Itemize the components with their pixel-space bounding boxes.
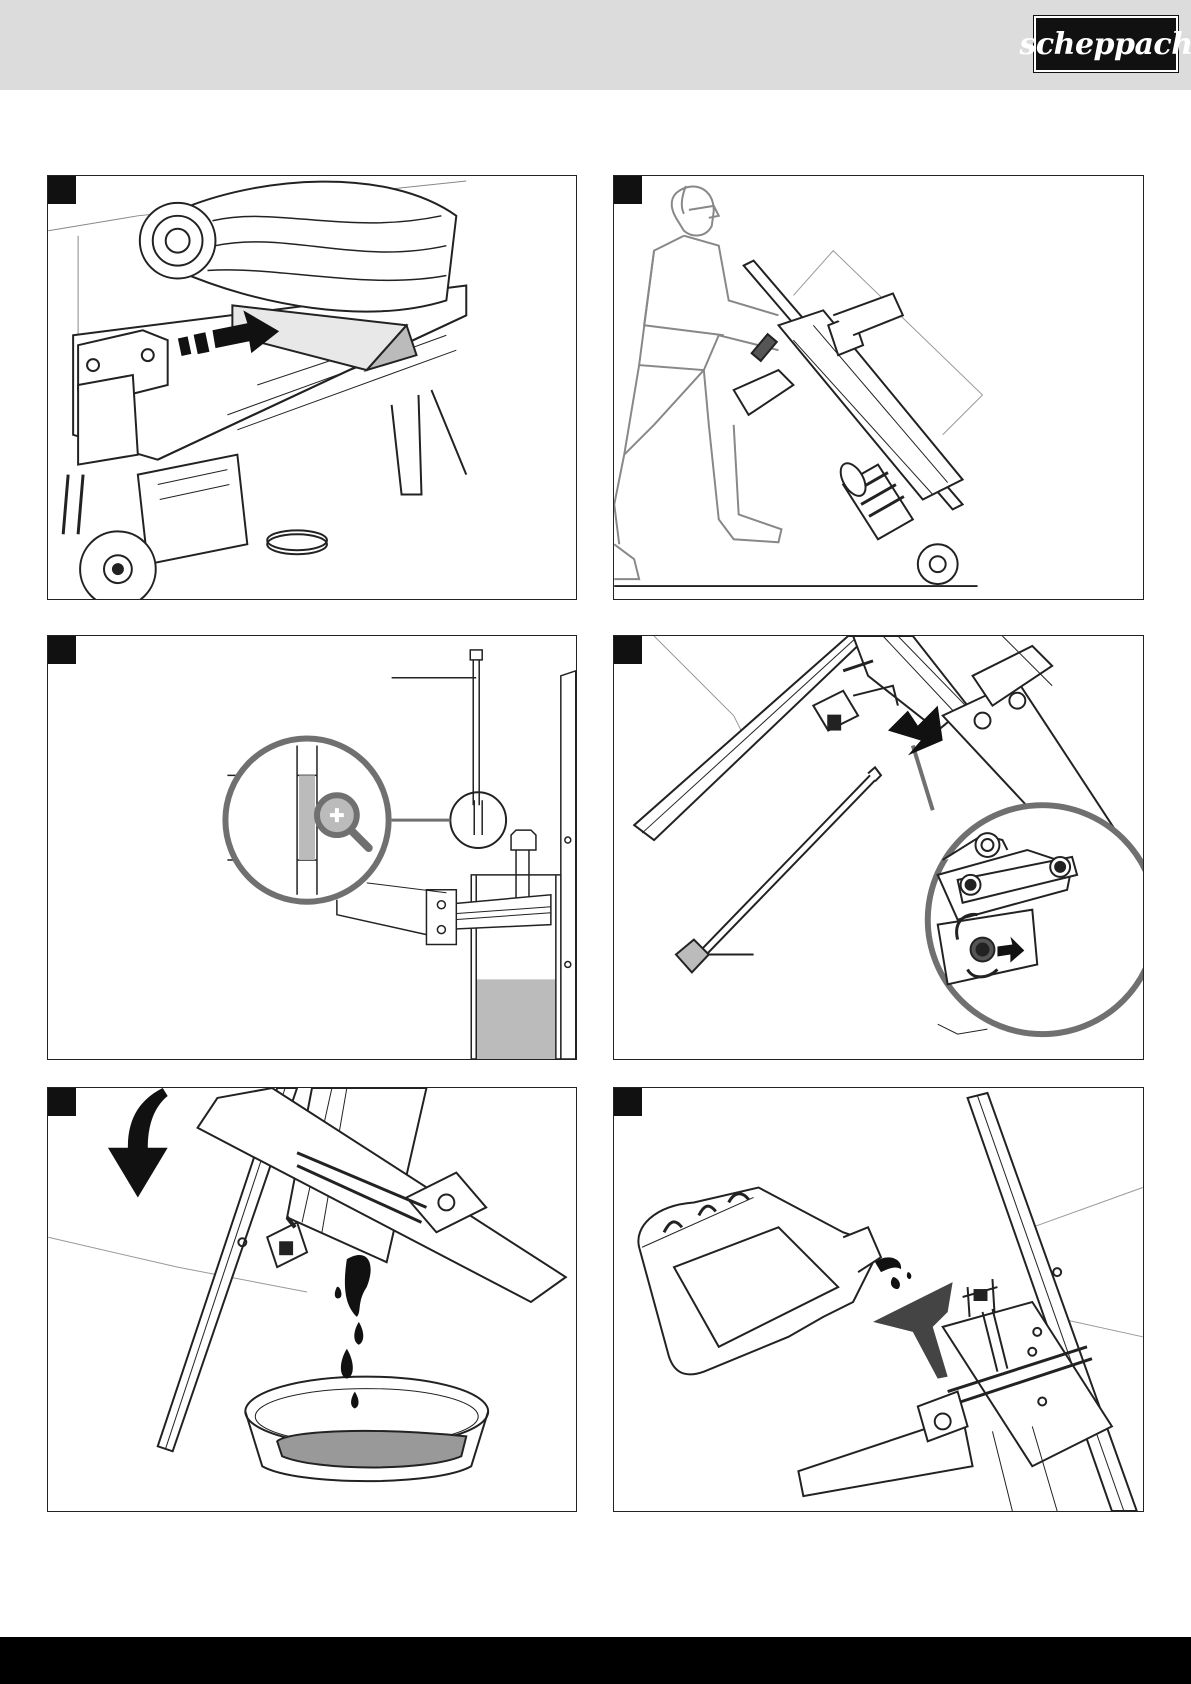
figure-panel-5 [47, 1087, 577, 1512]
drain-oil-into-pan-illustration [48, 1088, 576, 1511]
person-transporting-splitter-illustration [614, 176, 1143, 599]
footer-band [0, 1637, 1191, 1684]
figure-panel-1 [47, 175, 577, 600]
refill-oil-with-funnel-illustration [614, 1088, 1143, 1511]
figure-panel-2 [613, 175, 1144, 600]
log-on-splitter-illustration [48, 176, 576, 599]
figure-panel-4 [613, 635, 1144, 1060]
header-band [0, 0, 1191, 90]
oil-level-dipstick-illustration [48, 636, 576, 1059]
figure-panel-6 [613, 1087, 1144, 1512]
figure-panel-3 [47, 635, 577, 1060]
brand-logo: scheppach [1034, 16, 1178, 72]
remove-oil-plug-illustration [614, 636, 1143, 1059]
